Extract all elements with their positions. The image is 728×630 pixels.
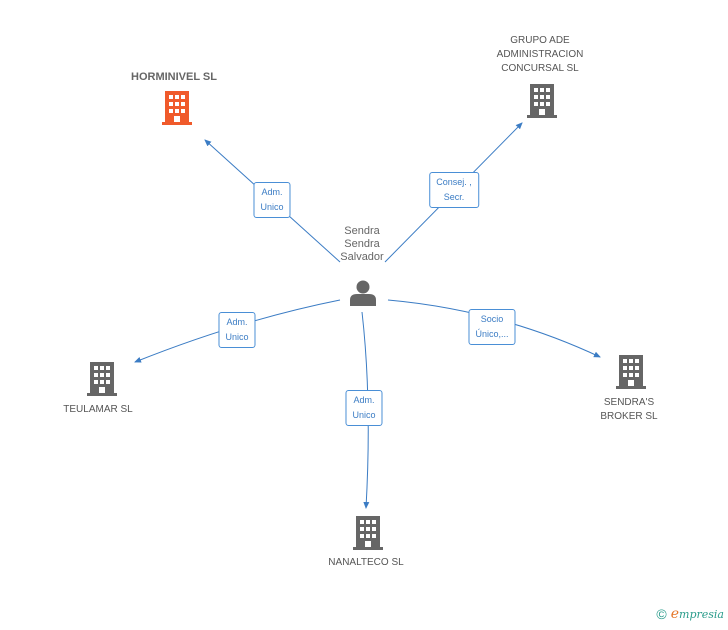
company-name-teulamar[interactable]: TEULAMAR SL [63, 404, 133, 415]
footer-brand: © empresia [656, 606, 724, 622]
relation-label-horminivel[interactable]: Adm. Unico [253, 182, 291, 218]
relation-label-nanalteco[interactable]: Adm. Unico [345, 390, 383, 426]
person-name[interactable]: Sendra Sendra Salvador [340, 225, 384, 263]
company-name-nanalteco[interactable]: NANALTECO SL [328, 557, 404, 568]
building-icon[interactable] [162, 91, 192, 125]
relation-label-sendras-broker[interactable]: Socio Único,... [468, 309, 516, 345]
building-icon[interactable] [527, 84, 557, 118]
person-icon[interactable] [349, 278, 377, 306]
relation-label-teulamar[interactable]: Adm. Unico [218, 312, 256, 348]
copyright-icon: © [656, 606, 667, 622]
relation-label-grupo-ade[interactable]: Consej. , Secr. [429, 172, 479, 208]
building-icon[interactable] [616, 355, 646, 389]
company-name-horminivel[interactable]: HORMINIVEL SL [131, 71, 217, 83]
building-icon[interactable] [87, 362, 117, 396]
company-name-sendras-broker[interactable]: SENDRA'S BROKER SL [600, 397, 658, 422]
company-name-grupo-ade[interactable]: GRUPO ADE ADMINISTRACION CONCURSAL SL [496, 35, 584, 74]
building-icon[interactable] [353, 516, 383, 550]
brand-logo[interactable]: empresia [670, 606, 724, 622]
